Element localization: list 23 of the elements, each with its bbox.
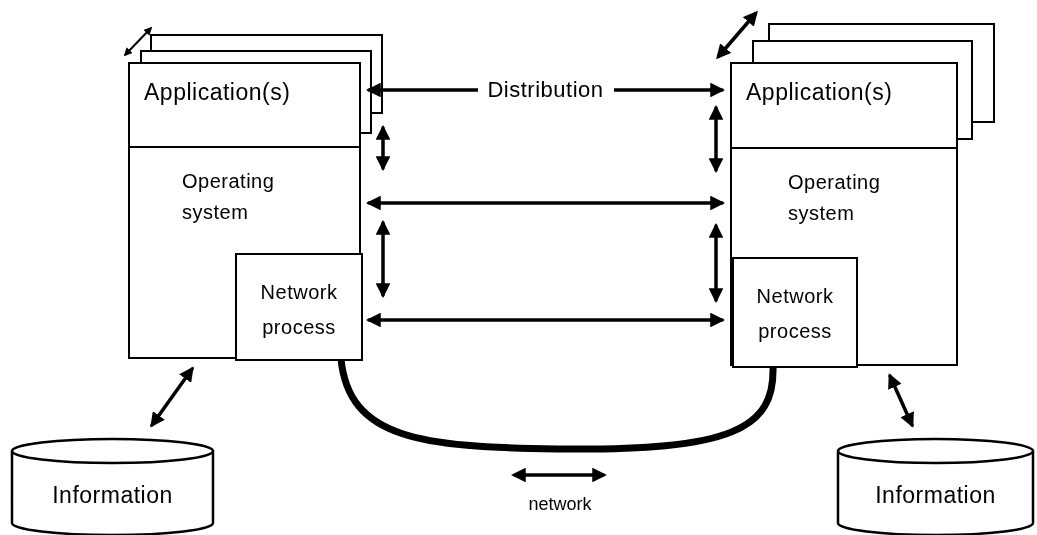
node-label: Application(s)	[144, 78, 291, 107]
node-label: Information	[875, 480, 996, 510]
node-label: Information	[52, 480, 173, 510]
layer-box	[128, 146, 361, 359]
arrow	[708, 223, 724, 303]
node-label: Network process	[755, 284, 835, 344]
layer-box	[732, 257, 858, 368]
arrow	[375, 125, 391, 171]
node-label: Operating system	[182, 169, 276, 225]
layer-box	[730, 62, 958, 149]
arrow	[888, 373, 914, 428]
arrow	[150, 366, 194, 428]
node-label: Operating system	[788, 170, 882, 226]
layer-box	[730, 147, 958, 366]
caption-label: network	[528, 494, 592, 515]
layer-box	[235, 253, 363, 361]
arrow	[366, 312, 725, 328]
node-label: Network process	[259, 280, 339, 340]
layer-box	[128, 62, 361, 148]
node-label: Application(s)	[746, 78, 893, 107]
arrow	[708, 105, 724, 173]
arrow	[375, 220, 391, 298]
arrow	[366, 195, 725, 211]
